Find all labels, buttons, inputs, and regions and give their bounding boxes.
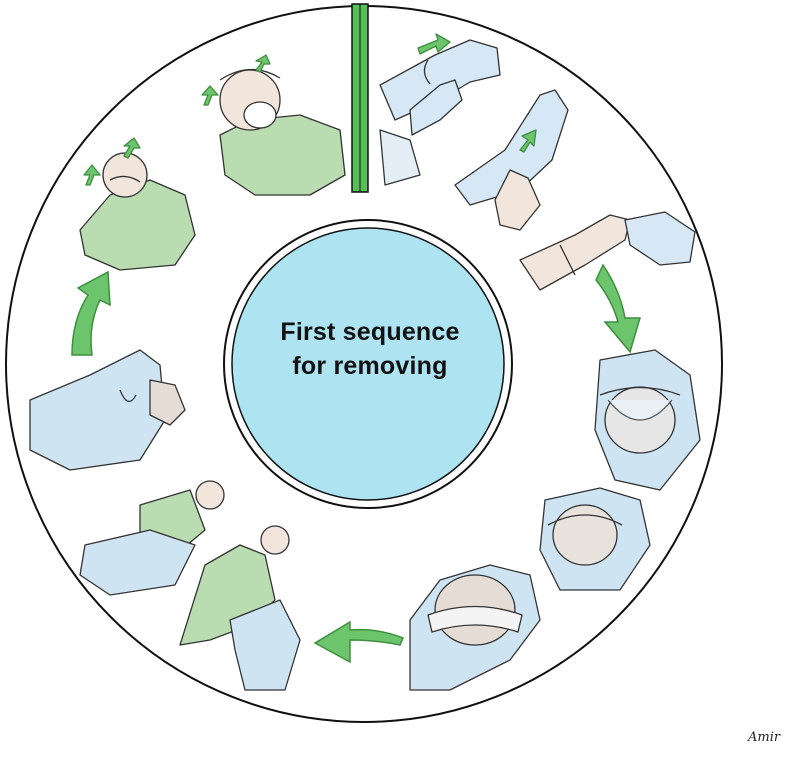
sequence-arrow [313,620,404,664]
sequence-arrow [595,263,642,354]
step-illustration [79,480,225,596]
goggles-removal-icon [409,564,541,691]
gown-untie-icon [29,349,186,471]
step-illustration [454,89,569,231]
hood-removal-icon [539,487,651,591]
center-title-line-2: for removing [292,352,448,380]
glove-inside-out-icon [519,211,696,291]
step-illustration [594,349,701,491]
arrow-left-icon [313,620,404,664]
step-illustration [379,33,501,186]
center-title: First sequence for removing [205,315,535,383]
step-illustration [519,211,696,291]
step-illustration [29,349,186,471]
glove-removal-icon [379,33,501,186]
center-title-line-1: First sequence [280,318,460,346]
step-illustration [179,525,301,691]
sequence-arrow [71,270,111,356]
respirator-strap-removal-icon [79,137,196,271]
step-illustration [201,54,346,196]
face-shield-removal-icon [594,349,701,491]
arrow-up-right-icon [71,270,111,356]
gown-rolling-icon [179,525,301,691]
step-illustration [539,487,651,591]
gown-folding-icon [79,480,225,596]
respirator-removal-icon [201,54,346,196]
step-illustration [409,564,541,691]
artist-signature: Amir [748,730,781,745]
step-illustration [79,137,196,271]
arrow-down-right-icon [595,263,642,354]
glove-peel-icon [454,89,569,231]
